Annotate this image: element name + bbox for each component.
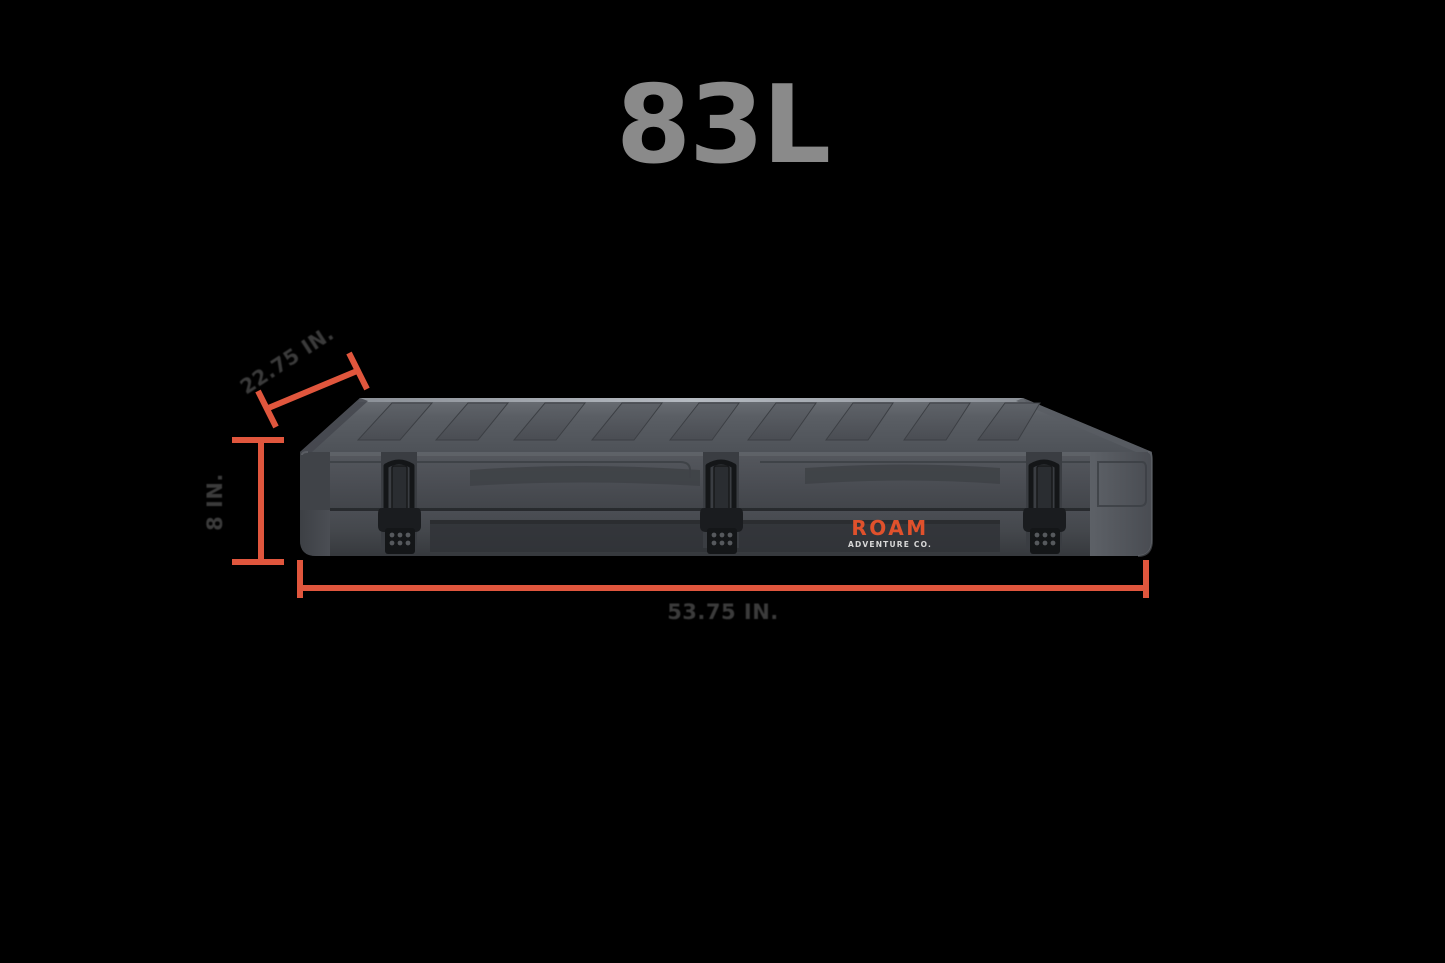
brand-name: ROAM	[851, 516, 929, 540]
dimension-width-line	[297, 585, 1149, 591]
dimension-height-cap-top	[232, 437, 284, 443]
dimension-height-cap-bottom	[232, 559, 284, 565]
case-lid-ribs	[356, 402, 1041, 441]
case-left-end	[300, 451, 330, 556]
case-latch-left	[378, 452, 421, 554]
case-right-end	[1090, 451, 1153, 557]
case-latch-center	[700, 452, 743, 554]
brand-tagline: ADVENTURE CO.	[847, 540, 933, 549]
dimension-width-label: 53.75 IN.	[667, 600, 779, 624]
dimension-width-cap-left	[297, 560, 303, 598]
dimension-height-line	[258, 437, 264, 565]
page-title: 83L	[615, 63, 831, 188]
dimension-height-label: 8 IN.	[203, 473, 227, 531]
dimension-depth-line	[255, 351, 370, 429]
case-latch-right	[1023, 452, 1066, 554]
brand-logo: ROAM ADVENTURE CO.	[840, 518, 940, 549]
dimension-width-cap-right	[1143, 560, 1149, 598]
